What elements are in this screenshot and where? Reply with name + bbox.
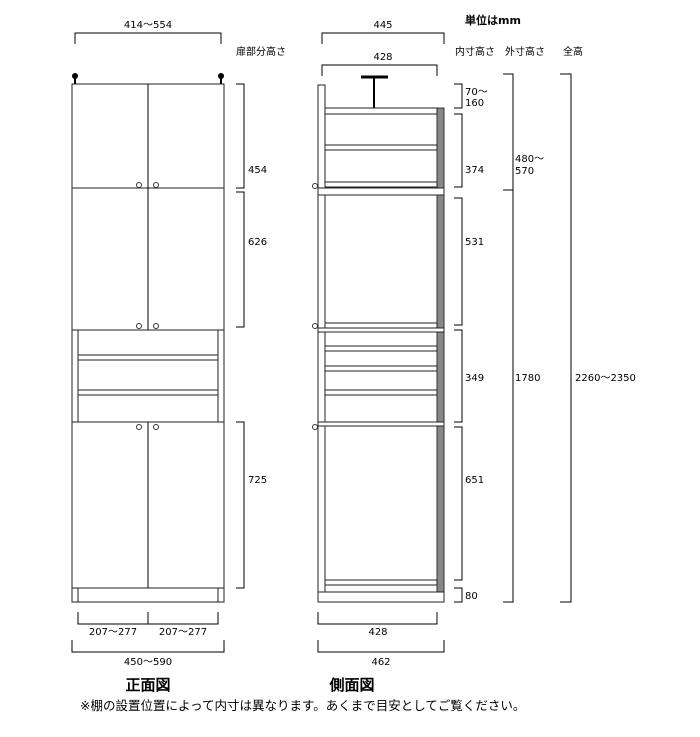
open-shelf bbox=[77, 329, 219, 423]
side-view: 445 428 70〜 160 374 531 349 651 80 480〜 … bbox=[312, 20, 636, 694]
door-height-header: 扉部分高さ bbox=[236, 45, 286, 58]
front-view-caption: 正面図 bbox=[125, 676, 170, 694]
front-top-width: 414〜554 bbox=[124, 20, 172, 31]
door-edge bbox=[317, 84, 326, 593]
inner-1a: 70〜 bbox=[465, 87, 488, 98]
inner-1b: 160 bbox=[465, 98, 484, 109]
total-height-header: 全高 bbox=[563, 45, 583, 58]
side-view-caption: 側面図 bbox=[328, 676, 374, 694]
total-height: 2260〜2350 bbox=[575, 373, 636, 384]
door-height-1: 454 bbox=[248, 165, 267, 176]
front-total-width: 450〜590 bbox=[124, 657, 172, 668]
inner-4: 349 bbox=[465, 373, 484, 384]
side-bottom-outer: 462 bbox=[371, 657, 390, 668]
door-width-left: 207〜277 bbox=[89, 627, 137, 638]
inner-6: 80 bbox=[465, 591, 478, 602]
inner-3: 531 bbox=[465, 237, 484, 248]
side-bottom-inner: 428 bbox=[368, 627, 387, 638]
outer-1b: 570 bbox=[515, 166, 534, 177]
side-top-inner: 428 bbox=[373, 52, 392, 63]
footnote: ※棚の設置位置によって内寸は異なります。あくまで目安としてご覧ください。 bbox=[80, 698, 525, 713]
door-height-2: 626 bbox=[248, 237, 267, 248]
outer-height-header: 外寸高さ bbox=[505, 45, 545, 58]
outer-1a: 480〜 bbox=[515, 154, 544, 165]
front-view: 414〜554 454 626 725 207〜277 207〜277 450〜… bbox=[71, 20, 267, 694]
side-top-outer: 445 bbox=[373, 20, 392, 31]
door-width-right: 207〜277 bbox=[159, 627, 207, 638]
inner-height-header: 内寸高さ bbox=[455, 45, 495, 58]
unit-label: 単位はmm bbox=[465, 13, 521, 27]
inner-5: 651 bbox=[465, 475, 484, 486]
outer-2: 1780 bbox=[515, 373, 540, 384]
inner-2: 374 bbox=[465, 165, 484, 176]
door-height-3: 725 bbox=[248, 475, 267, 486]
